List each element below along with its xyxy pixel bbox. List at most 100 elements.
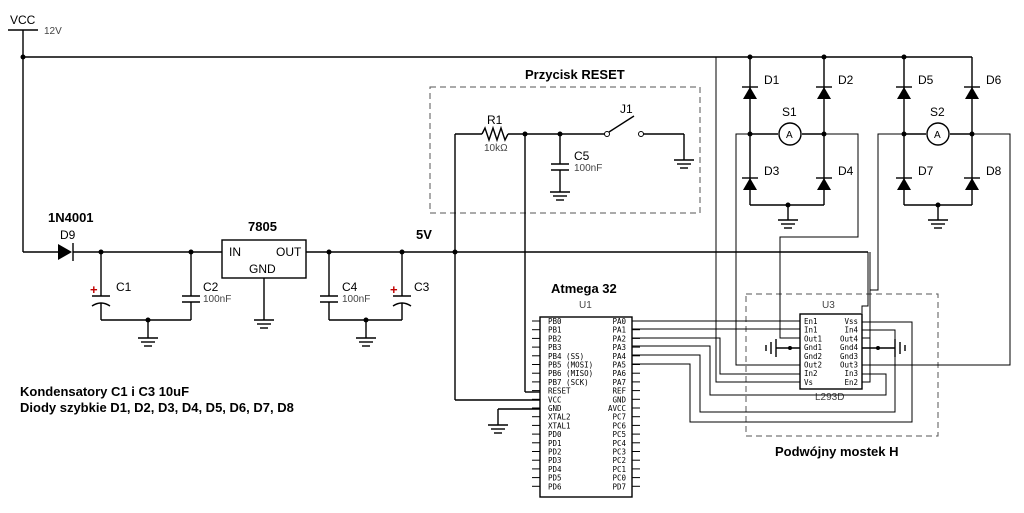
driver-pin-label: En1 [804,317,818,326]
h-bridge-2: A S2 [901,54,975,229]
mcu-pin-label: PD7 [612,482,626,491]
mcu-pin-label: PA1 [612,326,626,335]
c4-label: C4 [342,280,358,294]
mcu-pin-label: PB3 [548,343,562,352]
mcu-pin-label: PB7 (SCK) [548,378,589,387]
mcu-pin-label: PC4 [612,439,626,448]
d7-label: D7 [918,164,934,178]
c5-label: C5 [574,149,590,163]
mcu-pin-label: PC2 [612,456,626,465]
driver-pin-label: Out3 [840,361,858,370]
d2-label: D2 [838,73,854,87]
mcu-pin-label: PB6 (MISO) [548,369,593,378]
driver-pin-label: Out2 [804,361,822,370]
mcu-pin-label: PB5 (MOSI) [548,361,593,370]
vcc-symbol: VCC 12V [8,13,62,252]
d8-label: D8 [986,164,1002,178]
regulator-in: IN [229,245,241,259]
mcu-pin-label: PB1 [548,326,562,335]
diode-d5: D5 [896,73,934,99]
diode-d9: 1N4001 D9 [23,210,94,261]
ground-symbol [138,320,158,347]
note-line-1: Kondensatory C1 i C3 10uF [20,384,189,399]
r1-value: 10kΩ [484,143,508,154]
mcu-pin-label: PD4 [548,465,562,474]
mcu-pin-label: PB2 [548,334,562,343]
c3-label: C3 [414,280,430,294]
mcu-pin-label: VCC [548,395,562,404]
mcu-pin-label: PC6 [612,421,626,430]
diode-d8: D8 [964,164,1002,190]
mcu-pin-label: PC0 [612,474,626,483]
s1-label: S1 [782,105,797,119]
mcu-pin-label: PC3 [612,448,626,457]
j1-label: J1 [620,102,633,116]
mcu-pin-label: PA7 [612,378,626,387]
mcu-pin-label: RESET [548,387,571,396]
d6-label: D6 [986,73,1002,87]
c1-plus: + [90,282,98,297]
mcu-pin-label: PB4 (SS) [548,352,584,361]
d1-label: D1 [764,73,780,87]
driver-pin-label: Gnd3 [840,352,858,361]
regulator-name: 7805 [248,219,277,234]
c5-value: 100nF [574,163,602,174]
vcc-value: 12V [44,26,62,37]
capacitor-c4: C4 100nF [320,252,370,320]
c3-plus: + [390,282,398,297]
driver-pin-label: Gnd4 [840,343,859,352]
c1-label: C1 [116,280,132,294]
diode-d6: D6 [964,73,1002,99]
driver-pin-label: Vs [804,378,813,387]
driver-pin-label: In4 [844,326,858,335]
motor-s2 [926,122,950,146]
diode-d4: D4 [816,164,854,190]
d9-ref-label: D9 [60,228,76,242]
driver-pin-label: In2 [804,369,818,378]
mcu-pin-label: PA2 [612,334,626,343]
diode-d3: D3 [742,164,780,190]
c2-value: 100nF [203,294,231,305]
note-line-2: Diody szybkie D1, D2, D3, D4, D5, D6, D7… [20,400,294,415]
motor-s1 [778,122,802,146]
mcu-pin-label: PD0 [548,430,562,439]
driver-pin-label: Out1 [804,334,822,343]
mcu-pin-label: PB0 [548,317,562,326]
diode-d1: D1 [742,73,780,99]
driver-pin-label: Gnd1 [804,343,822,352]
mcu-pin-label: AVCC [608,404,626,413]
d9-part-label: 1N4001 [48,210,94,225]
diode-d7: D7 [896,164,934,190]
c2-label: C2 [203,280,219,294]
mcu-pin-label: PA4 [612,352,626,361]
c4-value: 100nF [342,294,370,305]
svg-text:A: A [934,130,941,141]
mcu-pin-label: PD3 [548,456,562,465]
reset-circuit: Przycisk RESET R1 10kΩ C5 100nF J1 [429,67,701,252]
mcu-title: Atmega 32 [551,281,617,296]
mcu-ref: U1 [579,300,592,311]
mcu-pin-label: PA6 [612,369,626,378]
driver-pin-label: In3 [844,369,858,378]
driver-pin-label: Gnd2 [804,352,822,361]
d4-label: D4 [838,164,854,178]
capacitor-c3: + C3 [390,252,430,320]
mcu-pin-label: PD2 [548,448,562,457]
mcu-pin-label: PC5 [612,430,626,439]
mcu-pin-label: PD5 [548,474,562,483]
mcu-pin-label: REF [612,387,626,396]
mcu-pin-label: GND [548,404,562,413]
mcu-pin-label: GND [612,395,626,404]
mcu-pin-label: PC1 [612,465,626,474]
driver-pin-label: Out4 [840,334,859,343]
mcu-pin-label: XTAL1 [548,421,571,430]
svg-text:A: A [786,130,793,141]
driver-l293d: U3 L293D Podwójny mostek H En1In1Out1Gnd… [745,293,939,459]
d5-label: D5 [918,73,934,87]
5v-label: 5V [416,227,432,242]
driver-part: L293D [815,392,844,403]
diode-d2: D2 [816,73,854,99]
